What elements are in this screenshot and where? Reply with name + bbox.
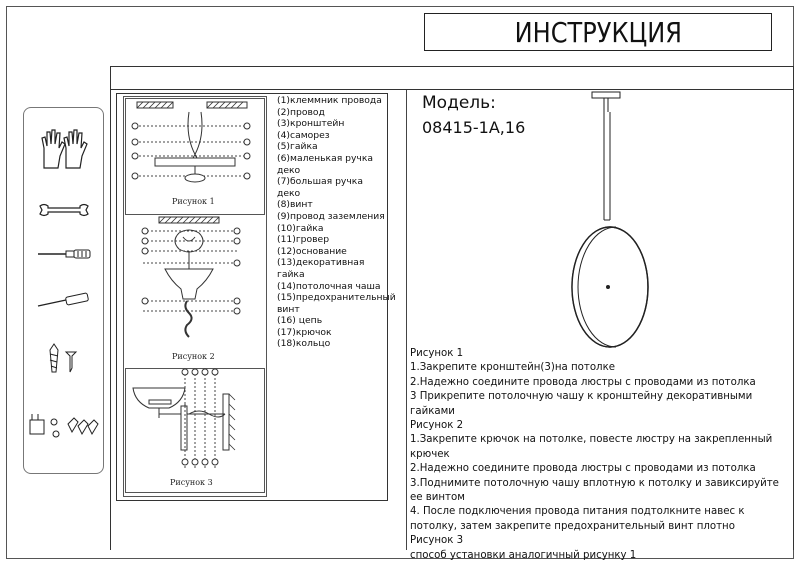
parts-list-item: (3)кронштейн <box>277 118 345 130</box>
instruction-line: Рисунок 3 <box>410 535 464 547</box>
instruction-line: 3 Прикрепите потолочную чашу к кронштейн… <box>410 391 753 417</box>
phillips-screwdriver-icon <box>37 292 89 307</box>
parts-list-item: (12)основание <box>277 245 347 257</box>
parts-list-item: (16) цепь <box>277 315 323 327</box>
figure-1-diagram <box>131 101 251 183</box>
model-label: Модель: <box>422 93 496 113</box>
wall-anchors-icon <box>29 414 99 438</box>
figure-2-diagram <box>141 216 241 338</box>
instruction-line: 4. После подключения провода питания под… <box>410 506 745 532</box>
drawings-panel <box>116 93 388 501</box>
parts-list-item: (13)декоративная гайка <box>277 257 365 280</box>
title-box: ИНСТРУКЦИЯ <box>424 13 772 51</box>
instruction-line: 3.Поднимите потолочную чашу вплотную к п… <box>410 477 779 504</box>
main-frame <box>110 66 794 550</box>
wrench-icon <box>39 203 89 217</box>
gloves-icon <box>41 129 88 169</box>
instruction-line: способ установки аналогичный рисунку 1 <box>410 549 637 561</box>
parts-list-item: (14)потолочная чаша <box>277 280 381 292</box>
parts-list-item: (1)клеммник провода <box>277 95 382 106</box>
parts-list-item: (6)маленькая ручка деко <box>277 152 374 176</box>
parts-list-item: (17)крючок <box>277 326 332 338</box>
instructions-text: Рисунок 1 1.Закрепите кронштейн(3)на пот… <box>410 347 794 563</box>
drawings-inner-border <box>123 96 267 497</box>
instruction-line: 2.Надежно соедините провода люстры с про… <box>410 376 756 388</box>
pendant-lamp-illustration <box>571 91 649 348</box>
parts-list-item: (4)саморез <box>277 129 330 141</box>
parts-list-item: (8)винт <box>277 199 313 211</box>
parts-list-item: (7)большая ручка деко <box>277 176 363 199</box>
page-title: ИНСТРУКЦИЯ <box>514 15 682 49</box>
instruction-line: Рисунок 2 <box>410 420 464 432</box>
figure-3-diagram <box>132 368 236 468</box>
right-divider <box>406 90 407 550</box>
model-value: 08415-1A,16 <box>422 118 526 137</box>
parts-list-item: (9)провод заземления <box>277 210 385 222</box>
figure-1-caption: Рисунок 1 <box>172 197 215 206</box>
figure-2-caption: Рисунок 2 <box>172 352 215 361</box>
instruction-line: Рисунок 1 <box>410 348 464 359</box>
figure-3-caption: Рисунок 3 <box>170 478 213 487</box>
instruction-line: 2.Надежно соедините провода люстры с про… <box>410 463 756 475</box>
screws-icon <box>49 343 78 373</box>
parts-list: (1)клеммник провода (2)провод (3)кронште… <box>277 95 396 350</box>
instruction-line: 1.Закрепите кронштейн(3)на потолке <box>410 362 615 374</box>
parts-list-item: (11)гровер <box>277 234 330 246</box>
parts-list-item: (2)провод <box>277 106 325 118</box>
parts-list-item: (18)кольцо <box>277 338 331 350</box>
tools-panel <box>23 107 104 474</box>
parts-list-item: (15)предохранительный винт <box>277 292 396 315</box>
instruction-line: 1.Закрепите крючок на потолке, повесте л… <box>410 434 773 460</box>
top-strip <box>110 66 794 90</box>
flat-screwdriver-icon <box>38 249 91 259</box>
figure-1-box <box>125 98 265 215</box>
parts-list-item: (5)гайка <box>277 141 318 153</box>
parts-list-item: (10)гайка <box>277 222 324 234</box>
